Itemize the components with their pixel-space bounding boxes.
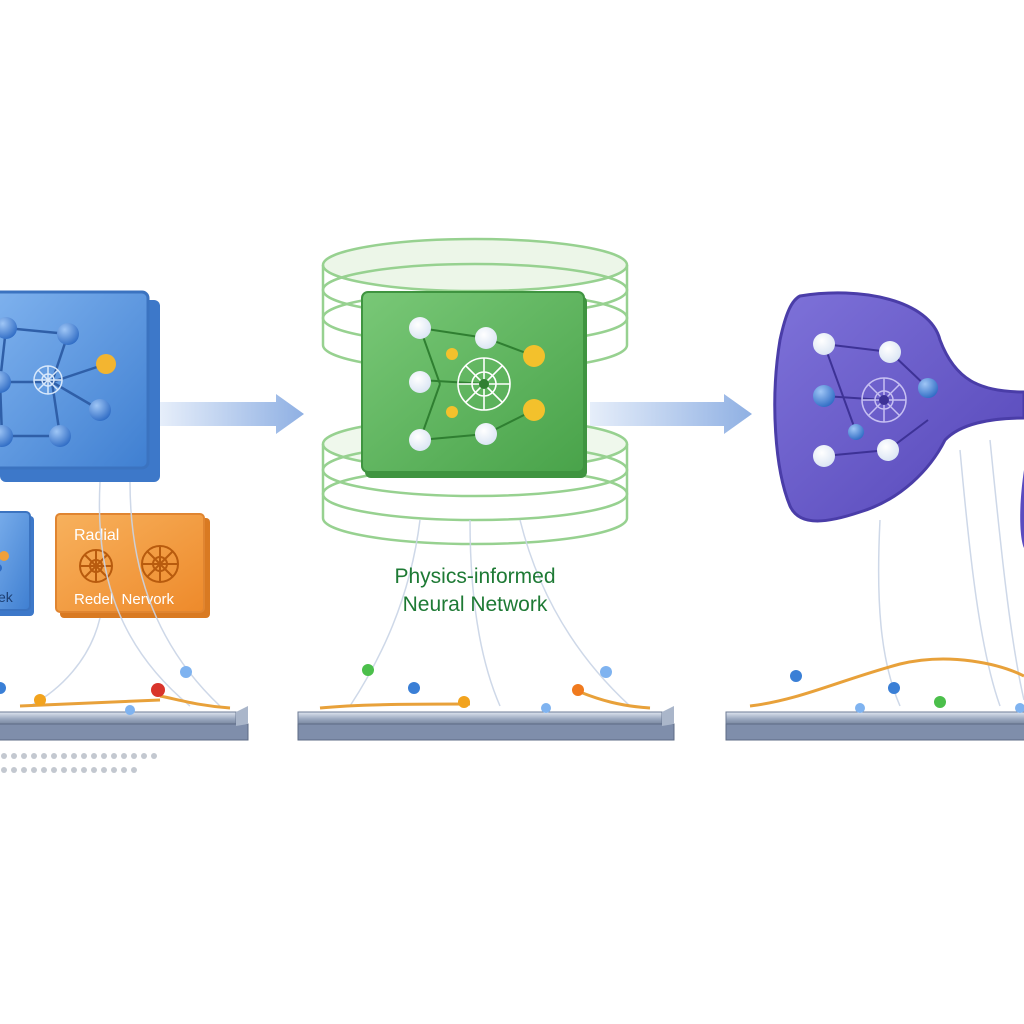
gear-network-icon	[79, 545, 179, 583]
dotted-row	[1, 753, 157, 773]
hub-node-icon	[33, 365, 63, 395]
pinn-caption-line1: Physics-informed	[394, 565, 556, 588]
rail-icon	[725, 711, 1024, 741]
orange-card: Radial Redel Nervork	[55, 513, 210, 618]
green-pinn-panel	[361, 291, 587, 478]
blue-small-card-label: ek	[0, 589, 14, 605]
pinn-caption-line2: Neural Network	[402, 593, 548, 616]
orange-card-title: Radial	[74, 527, 119, 544]
flow-arrow-icon	[590, 394, 752, 434]
blue-input-panel	[0, 290, 160, 482]
rail-icon	[0, 706, 249, 741]
purple-output-shape	[773, 291, 1024, 548]
rail-icon	[297, 706, 675, 741]
rail-wire	[19, 657, 1024, 710]
orange-card-subtitle: Redel Nervork	[74, 591, 175, 608]
blue-small-card: ek	[0, 511, 34, 616]
rail-beads	[0, 664, 1024, 715]
flow-arrow-icon	[160, 394, 304, 434]
